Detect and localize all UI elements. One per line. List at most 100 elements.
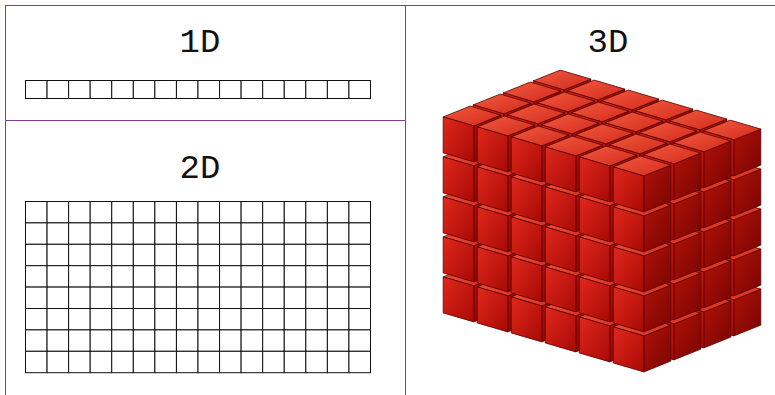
array-cell <box>306 81 328 99</box>
array-cell <box>327 244 349 265</box>
array-cell <box>220 287 242 308</box>
array-cell <box>133 351 155 372</box>
array-cell <box>69 202 91 223</box>
array-cell <box>220 202 242 223</box>
array-cell <box>133 202 155 223</box>
array-cell <box>155 81 177 99</box>
array-cell <box>26 202 48 223</box>
array-cell <box>69 223 91 244</box>
array-cell <box>26 330 48 351</box>
array-cell <box>306 330 328 351</box>
array-cell <box>220 244 242 265</box>
array-cell <box>220 223 242 244</box>
cube-face <box>443 117 474 162</box>
array-cell <box>241 202 263 223</box>
array-cell <box>176 309 198 330</box>
array-cell <box>155 202 177 223</box>
array-cell <box>284 351 306 372</box>
array-cell <box>90 330 112 351</box>
array-cell <box>241 287 263 308</box>
array-cell <box>26 223 48 244</box>
array-cell <box>47 244 69 265</box>
array-cell <box>263 202 285 223</box>
array-cell <box>112 287 134 308</box>
array-cell <box>155 351 177 372</box>
array-cell <box>176 244 198 265</box>
array-cell <box>284 81 306 99</box>
array-cell <box>349 266 371 287</box>
array-cell <box>47 266 69 287</box>
cube-face <box>579 197 610 242</box>
array-cell <box>112 330 134 351</box>
array-cell <box>26 309 48 330</box>
array-cell <box>176 81 198 99</box>
array-cell <box>241 351 263 372</box>
cube-face <box>443 237 474 282</box>
array-cell <box>220 309 242 330</box>
array-cell <box>133 223 155 244</box>
array-cell <box>284 223 306 244</box>
array-3d <box>443 70 761 372</box>
array-cell <box>69 287 91 308</box>
array-cell <box>69 81 91 99</box>
array-cell <box>241 330 263 351</box>
array-cell <box>112 351 134 372</box>
cube-face <box>511 217 542 262</box>
cube-face <box>579 277 610 322</box>
array-cell <box>349 223 371 244</box>
array-cell <box>349 244 371 265</box>
cube-face <box>443 277 474 322</box>
array-cell <box>176 202 198 223</box>
array-cell <box>155 309 177 330</box>
array-cell <box>263 351 285 372</box>
array-cell <box>133 309 155 330</box>
array-cell <box>241 266 263 287</box>
array-cell <box>133 330 155 351</box>
cube-face <box>545 147 576 192</box>
array-cell <box>284 202 306 223</box>
array-cell <box>306 202 328 223</box>
table-border <box>5 5 775 395</box>
cube-face <box>545 307 576 352</box>
array-cell <box>327 81 349 99</box>
array-cell <box>198 351 220 372</box>
cube-face <box>443 157 474 202</box>
array-cell <box>306 266 328 287</box>
cube-face <box>511 177 542 222</box>
array-cell <box>112 244 134 265</box>
array-cell <box>69 351 91 372</box>
array-cell <box>349 330 371 351</box>
cube-face <box>613 327 644 372</box>
array-cell <box>69 309 91 330</box>
array-cell <box>284 309 306 330</box>
array-cell <box>198 309 220 330</box>
array-cell <box>176 287 198 308</box>
array-cell <box>284 287 306 308</box>
array-cell <box>220 330 242 351</box>
cube-face <box>579 157 610 202</box>
array-cell <box>263 81 285 99</box>
array-cell <box>133 81 155 99</box>
array-cell <box>263 309 285 330</box>
array-cell <box>327 330 349 351</box>
array-cell <box>306 351 328 372</box>
array-cell <box>155 244 177 265</box>
cell-heading: 3D <box>588 26 629 60</box>
cube-face <box>511 257 542 302</box>
array-cell <box>26 351 48 372</box>
array-cell <box>263 223 285 244</box>
array-cell <box>349 81 371 99</box>
array-2d <box>26 202 371 373</box>
array-cell <box>112 266 134 287</box>
cube-face <box>477 167 508 212</box>
array-cell <box>198 244 220 265</box>
array-cell <box>112 223 134 244</box>
cube-face <box>613 167 644 212</box>
array-cell <box>263 266 285 287</box>
array-cell <box>306 309 328 330</box>
array-cell <box>47 223 69 244</box>
array-cell <box>306 287 328 308</box>
array-cell <box>327 266 349 287</box>
cube-face <box>613 207 644 252</box>
array-cell <box>327 223 349 244</box>
